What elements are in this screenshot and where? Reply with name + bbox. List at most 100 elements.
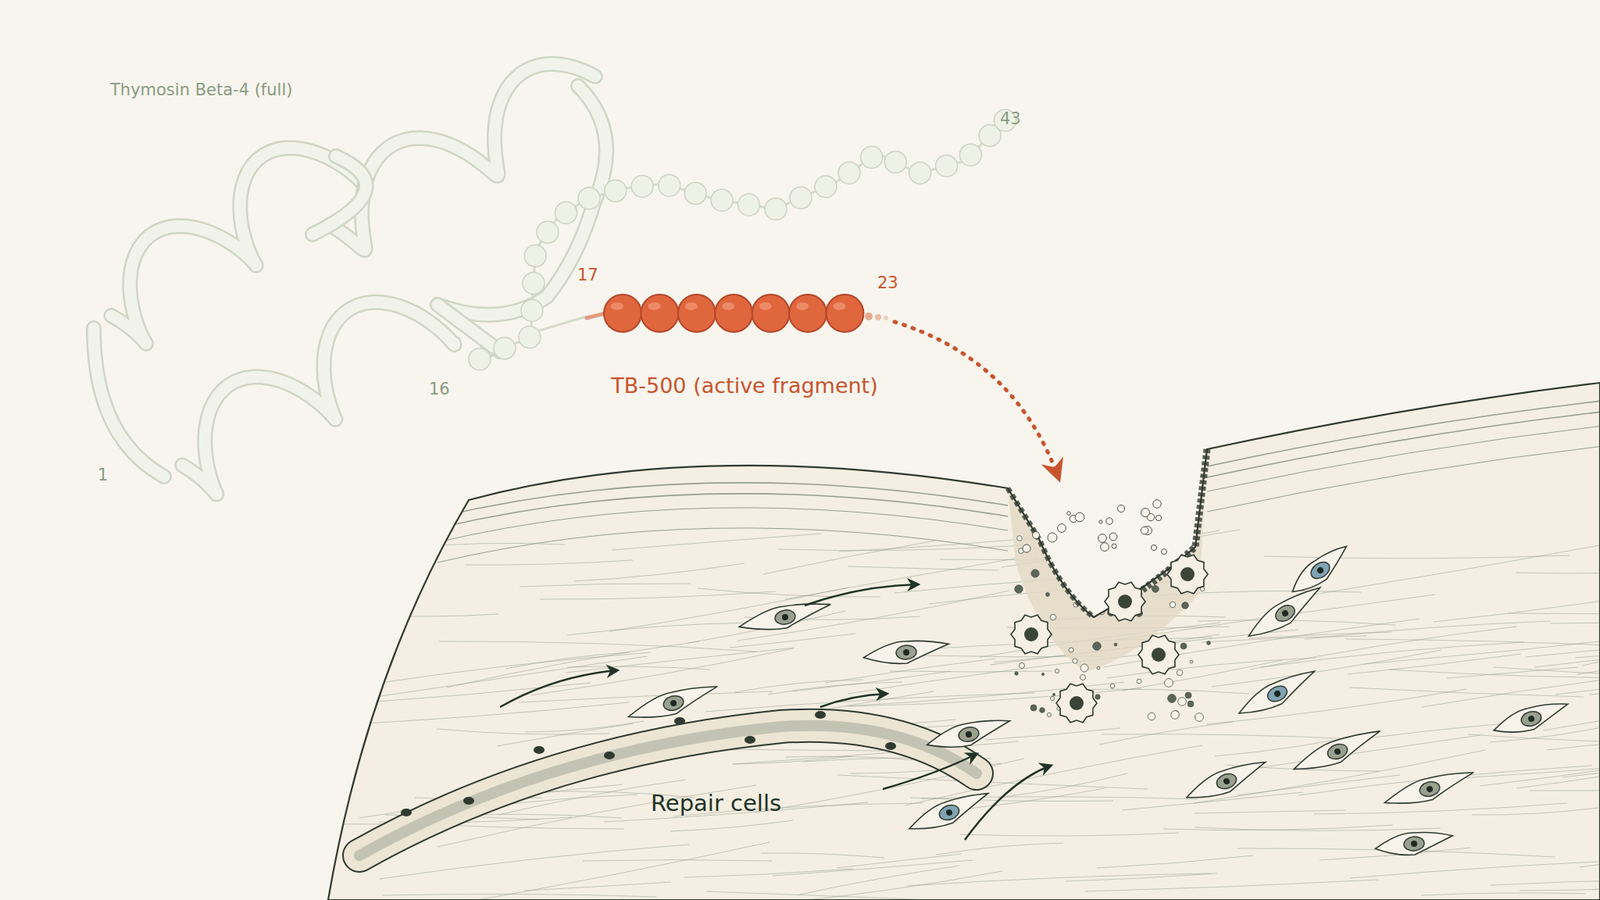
tissue-fiber (464, 560, 633, 565)
debris (1140, 526, 1149, 535)
nucleolus (781, 613, 789, 621)
debris (1189, 660, 1193, 664)
debris (1167, 694, 1177, 704)
tissue-fiber (1069, 689, 1250, 694)
cell-nucleus (1069, 696, 1084, 711)
amino-bead (738, 193, 761, 216)
tissue-layer (437, 493, 1008, 529)
tissue-fiber (705, 692, 1035, 712)
residue-number: 16 (428, 379, 450, 399)
tissue-layer (1207, 445, 1600, 512)
fragment-fade (883, 315, 889, 321)
endothelial-nucleus (400, 808, 412, 817)
tissue-fiber (1582, 628, 1600, 666)
tissue-fiber (455, 842, 770, 900)
tissue-fiber (574, 563, 745, 582)
repair-cell (1490, 697, 1572, 740)
debris (1057, 524, 1067, 533)
cell-body (1490, 697, 1572, 740)
tissue-fiber (1099, 721, 1233, 745)
tissue-fiber (1519, 879, 1600, 891)
nucleolus (1281, 609, 1290, 618)
tissue-detail (316, 400, 1600, 900)
debris (1150, 544, 1157, 550)
nucleolus (1315, 565, 1325, 575)
cell-nucleus (1417, 779, 1442, 799)
tissue-layer (1207, 410, 1600, 478)
debris (1075, 512, 1085, 522)
tissue-fiber (1194, 810, 1347, 814)
tissue-fiber (706, 891, 1009, 900)
tissue-fiber (519, 583, 691, 587)
debris (1118, 574, 1126, 582)
debris (1065, 520, 1070, 525)
tissue-fiber (1349, 687, 1584, 697)
cells-label: Repair cells (650, 790, 782, 817)
tissue-fiber (684, 868, 854, 878)
tissue-fiber (785, 756, 918, 761)
debris (1128, 534, 1137, 543)
tissue-fiber (985, 728, 1121, 740)
debris (1136, 678, 1142, 684)
debris (1187, 700, 1194, 708)
amino-bead (524, 245, 547, 268)
bead-highlight (685, 302, 698, 311)
cell-nucleus (1151, 647, 1166, 662)
tissue-fiber (772, 860, 973, 876)
molecule-title-wrap: Thymosin Beta-4 (full) (110, 80, 293, 100)
debris (1207, 641, 1211, 646)
amino-bead (555, 201, 578, 224)
debris (1098, 534, 1108, 543)
tissue-fiber (1546, 741, 1600, 750)
tissue-fiber (1085, 879, 1379, 892)
cell-body (736, 598, 833, 637)
tissue-fiber (935, 842, 1064, 855)
tissue-fiber (1490, 878, 1600, 886)
nucleolus (903, 649, 911, 657)
debris (1147, 712, 1156, 721)
debris (1031, 569, 1040, 578)
residue-number: 17 (577, 265, 599, 285)
tissue-fiber (670, 820, 793, 832)
debris (1195, 713, 1204, 722)
debris (1180, 642, 1186, 649)
migration-arrow (882, 753, 977, 790)
tissue-fiber (518, 691, 773, 703)
tissue-fiber (436, 728, 610, 735)
helix-ribbon (182, 302, 454, 495)
bead-highlight (721, 302, 735, 311)
residue-number-wrap: 43 (1000, 109, 1022, 129)
tissue-fiber (1555, 667, 1600, 695)
debris (1080, 675, 1086, 681)
tissue-fiber (364, 652, 651, 686)
debris (1099, 520, 1103, 524)
bead-highlight (610, 302, 624, 311)
debris (1153, 500, 1162, 509)
fragment-fade (875, 314, 882, 321)
amino-bead (860, 146, 883, 168)
inflammatory-cell (1104, 582, 1146, 621)
debris (1030, 704, 1037, 711)
cell-nucleus (1264, 682, 1290, 704)
endothelial-nucleus (674, 717, 686, 725)
tissue-fiber (379, 844, 690, 879)
nucleolus (669, 699, 678, 708)
tissue-fiber (335, 682, 591, 705)
debris (1178, 697, 1187, 707)
tissue-layer (437, 507, 1008, 543)
debris (1109, 532, 1118, 541)
amino-bead (521, 299, 543, 322)
nucleolus (964, 730, 972, 738)
chain-link (535, 316, 587, 333)
debris (1092, 642, 1102, 651)
tissue-fiber (792, 671, 951, 692)
cell-nucleus (1117, 594, 1133, 609)
tissue-outline (328, 382, 1600, 900)
delivery-arrow (894, 321, 1059, 479)
amino-bead (522, 272, 545, 295)
tissue-fiber (1264, 555, 1570, 559)
fragment-bead (714, 294, 753, 333)
bead-highlight (832, 302, 846, 311)
bead-highlight (759, 302, 772, 311)
